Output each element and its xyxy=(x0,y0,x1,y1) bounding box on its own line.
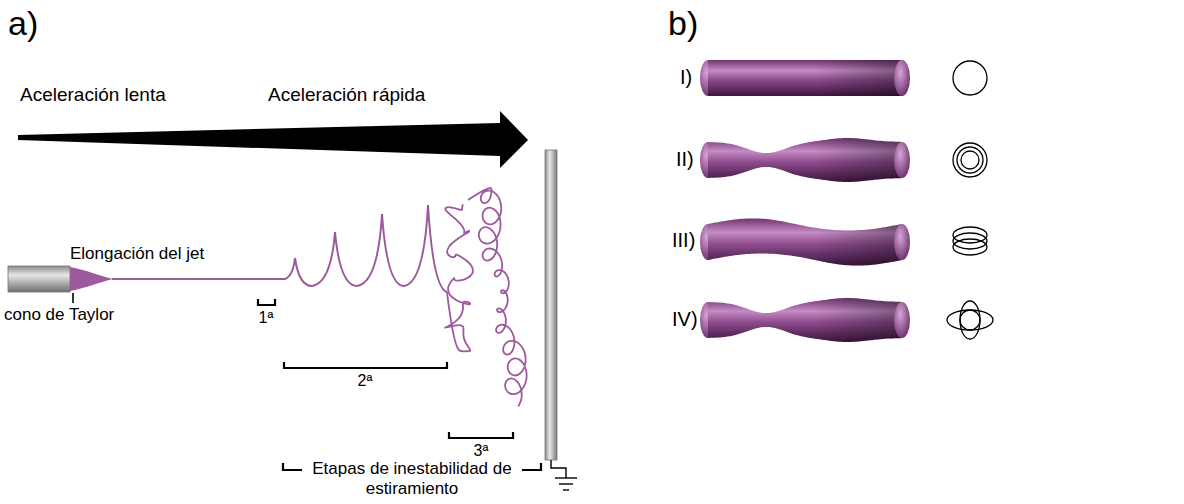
roman-numeral: I) xyxy=(680,66,692,89)
fiber-segment xyxy=(700,138,910,182)
ground-symbol xyxy=(555,478,577,490)
panel-letter: b) xyxy=(668,4,698,43)
panel-letter: a) xyxy=(8,4,38,43)
roman-numeral: III) xyxy=(672,229,695,252)
fiber-segment xyxy=(700,298,910,342)
roman-numeral: IV) xyxy=(672,308,698,331)
jet-label: Elongación del jet xyxy=(70,244,204,264)
taylor-cone xyxy=(70,267,113,291)
cone-label: cono de Taylor xyxy=(4,305,114,325)
stages-caption: Etapas de inestabilidad de estiramiento xyxy=(304,459,520,498)
roman-numeral: II) xyxy=(676,148,694,171)
fiber-segment xyxy=(700,60,910,96)
ground-wire xyxy=(551,460,566,478)
jet-whipping xyxy=(445,204,473,351)
fiber-segment xyxy=(700,218,910,265)
cross-section xyxy=(947,61,993,339)
stage-number: 1ª xyxy=(236,309,296,327)
stage-number: 2ª xyxy=(335,372,395,390)
stage-bracket xyxy=(258,299,541,470)
nozzle xyxy=(8,266,70,292)
collector-plate xyxy=(545,150,557,460)
taylor-cone-tick xyxy=(72,293,74,303)
jet-loops xyxy=(468,188,527,406)
stage-label: Aceleración rápida xyxy=(268,84,425,106)
acceleration-arrow xyxy=(18,111,528,168)
stage-number: 3ª xyxy=(451,442,511,460)
stage-label: Aceleración lenta xyxy=(20,84,166,106)
